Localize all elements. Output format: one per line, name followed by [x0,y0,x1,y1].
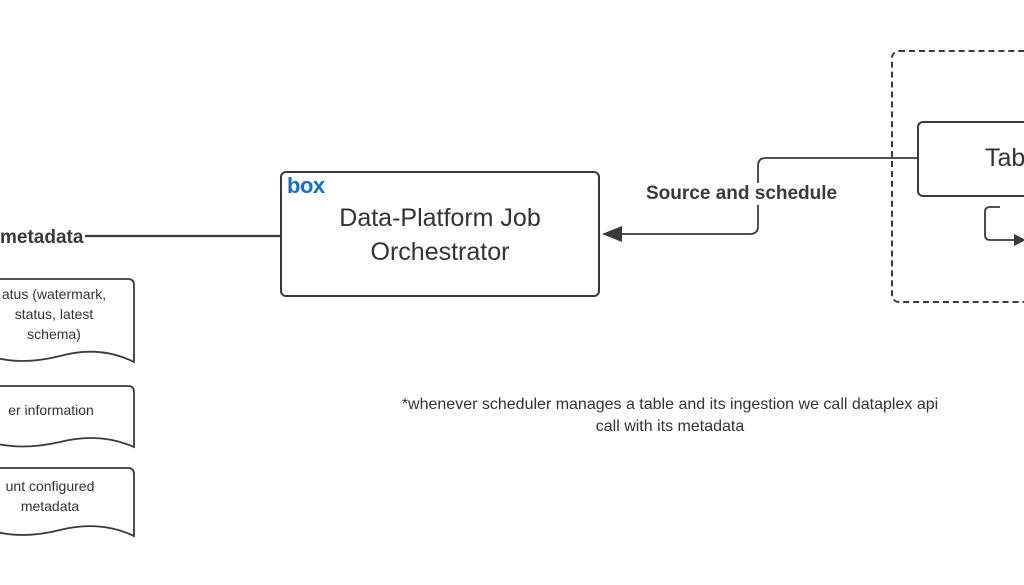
connector-table-loop [984,206,1016,241]
footnote: *whenever scheduler manages a table and … [401,396,939,435]
arrowhead-table-loop [1014,234,1024,246]
document-shape-1 [0,278,135,364]
box-logo: box [287,173,325,198]
table-node-label: Tab [985,144,1024,172]
document-shape-2 [0,385,135,449]
document-text-3: unt configured metadata [5,478,95,514]
edge-label-source-and-schedule: Source and schedule [646,183,838,205]
document-shape-3 [0,467,135,538]
edge-label-metadata: metadata [0,227,84,249]
table-node: Tab [917,121,1024,197]
orchestrator-node: box Data-Platform Job Orchestrator [280,171,600,297]
orchestrator-title: Data-Platform Job Orchestrator [339,204,541,266]
document-text-2: er information [8,402,94,418]
document-text-1: atus (watermark, status, latest schema) [1,286,107,342]
arrowhead-into-orchestrator [602,226,622,242]
dashed-group-container [891,50,1024,303]
